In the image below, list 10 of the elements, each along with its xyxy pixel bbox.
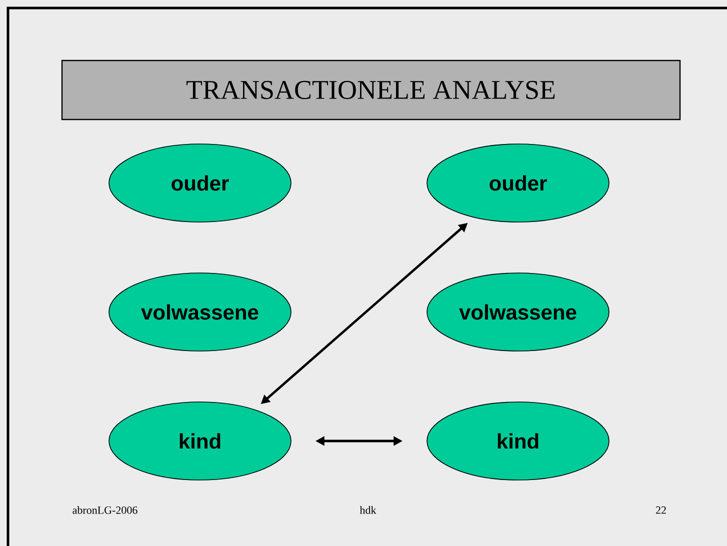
ellipse-node: kind [108, 402, 292, 480]
ellipse-node: volwassene [108, 272, 292, 352]
ellipse-node: ouder [426, 144, 610, 222]
ellipse-node: volwassene [426, 272, 610, 352]
footer-text: 22 [656, 506, 666, 514]
footer-text: abronLG-2006 [72, 506, 138, 514]
ellipse-node: ouder [108, 144, 292, 222]
title-box: TRANSACTIONELE ANALYSE [61, 60, 681, 120]
footer-text: hdk [360, 506, 376, 514]
ellipse-node: kind [426, 402, 610, 480]
